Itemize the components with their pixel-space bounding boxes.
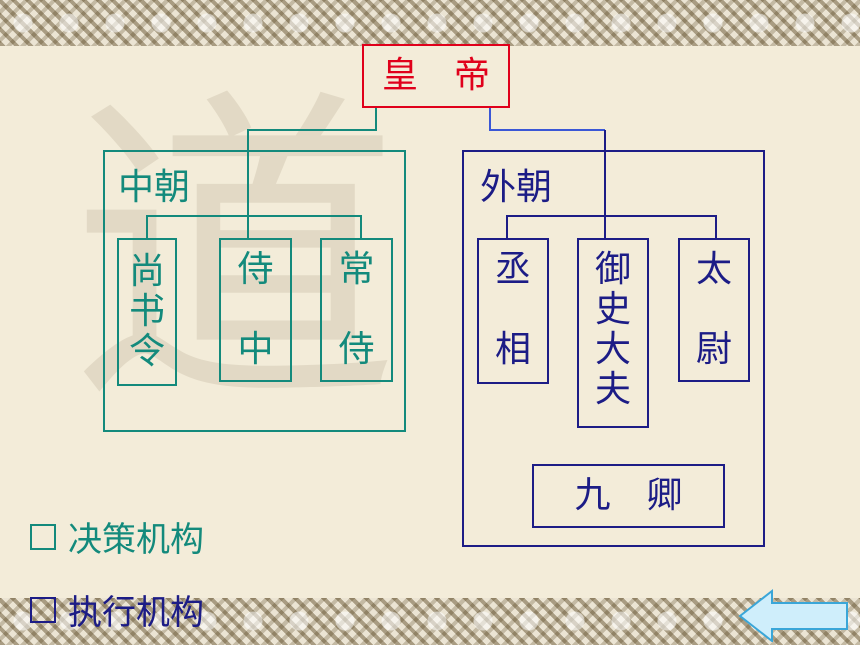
back-arrow-icon[interactable] [736,588,852,642]
nine-ministers-box: 九 卿 [532,464,725,528]
office-box-chengxiang: 丞 相 [477,238,549,384]
legend-execution-square [30,596,56,623]
office-box-shangshuling: 尚 书 令 [117,238,177,386]
legend-decision-square [30,523,56,550]
bottom-border-pattern [0,598,860,645]
emperor-to-inner-line [247,108,377,238]
office-label-shizhong: 侍 中 [237,249,274,370]
legend-decision: 决策机构 [30,512,204,561]
office-label-changshi: 常 侍 [338,249,375,370]
top-border-pattern [0,0,860,46]
outer-branch-line [506,215,717,238]
office-label-yushidafu: 御 史 大 夫 [594,249,631,410]
office-box-yushidafu: 御 史 大 夫 [577,238,649,428]
legend-decision-text: 决策机构 [68,520,204,560]
legend-execution: 执行机构 [30,585,204,634]
emperor-box: 皇 帝 [362,44,510,108]
outer-court-box [462,150,765,547]
office-label-taiwei: 太 尉 [695,249,732,370]
emperor-to-outer-line [489,108,605,131]
office-box-taiwei: 太 尉 [678,238,750,382]
office-box-shizhong: 侍 中 [219,238,292,382]
inner-court-title: 中朝 [118,167,191,208]
inner-branch-line [146,215,362,238]
office-label-shangshuling: 尚 书 令 [128,251,165,372]
nine-ministers-label: 九 卿 [574,475,683,516]
outer-court-title: 外朝 [480,167,553,208]
office-box-changshi: 常 侍 [320,238,393,382]
inner-court-box [103,150,406,432]
emperor-label: 皇 帝 [381,55,490,96]
legend-execution-text: 执行机构 [68,593,204,633]
office-label-chengxiang: 丞 相 [494,249,531,370]
